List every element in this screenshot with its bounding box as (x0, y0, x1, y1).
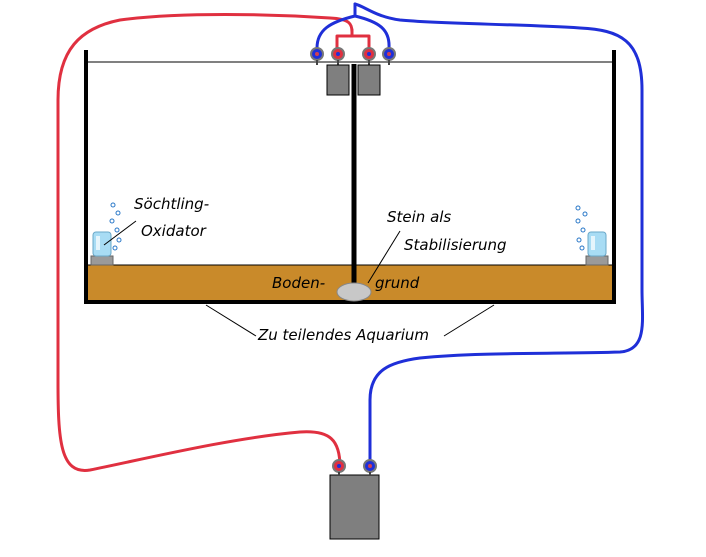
red-hose-main (56, 13, 354, 472)
leader-lines (103, 220, 495, 337)
blue-hose-main (353, 2, 645, 469)
aquarium-leader-right (443, 304, 495, 337)
stone-label-line2: Stabilisierung (404, 236, 507, 254)
valve-icon (331, 47, 345, 65)
filter-body (329, 474, 380, 540)
stone-icon (336, 282, 372, 302)
pump-icon (357, 64, 381, 96)
valve-icon (362, 47, 376, 65)
bubbles-left (109, 202, 122, 251)
oxidator-icon (90, 231, 114, 266)
ground-label-left: Boden- (272, 274, 325, 292)
oxidator-label-line2: Oxidator (141, 222, 207, 240)
red-manifold (335, 34, 371, 50)
blue-hose (315, 2, 645, 469)
valve-icon (332, 459, 346, 476)
red-hose (56, 13, 371, 472)
aquarium-label: Zu teilendes Aquarium (257, 326, 429, 344)
valve-icon (310, 47, 324, 65)
valve-icon (363, 459, 377, 476)
oxidator-label-line1: Söchtling- (134, 195, 209, 213)
stone-leader (367, 230, 401, 284)
valve-icon (382, 47, 396, 65)
ground-label-right: grund (375, 274, 420, 292)
aquarium-tank (84, 50, 616, 304)
external-filter-icon (329, 459, 380, 540)
stone-label-line1: Stein als (387, 208, 451, 226)
top-valves (310, 47, 396, 96)
aquarium-leader-left (205, 304, 257, 337)
bubbles-right (575, 205, 588, 251)
oxidator-icon (585, 231, 609, 266)
pump-icon (326, 64, 350, 96)
oxidator-leader (103, 220, 137, 246)
